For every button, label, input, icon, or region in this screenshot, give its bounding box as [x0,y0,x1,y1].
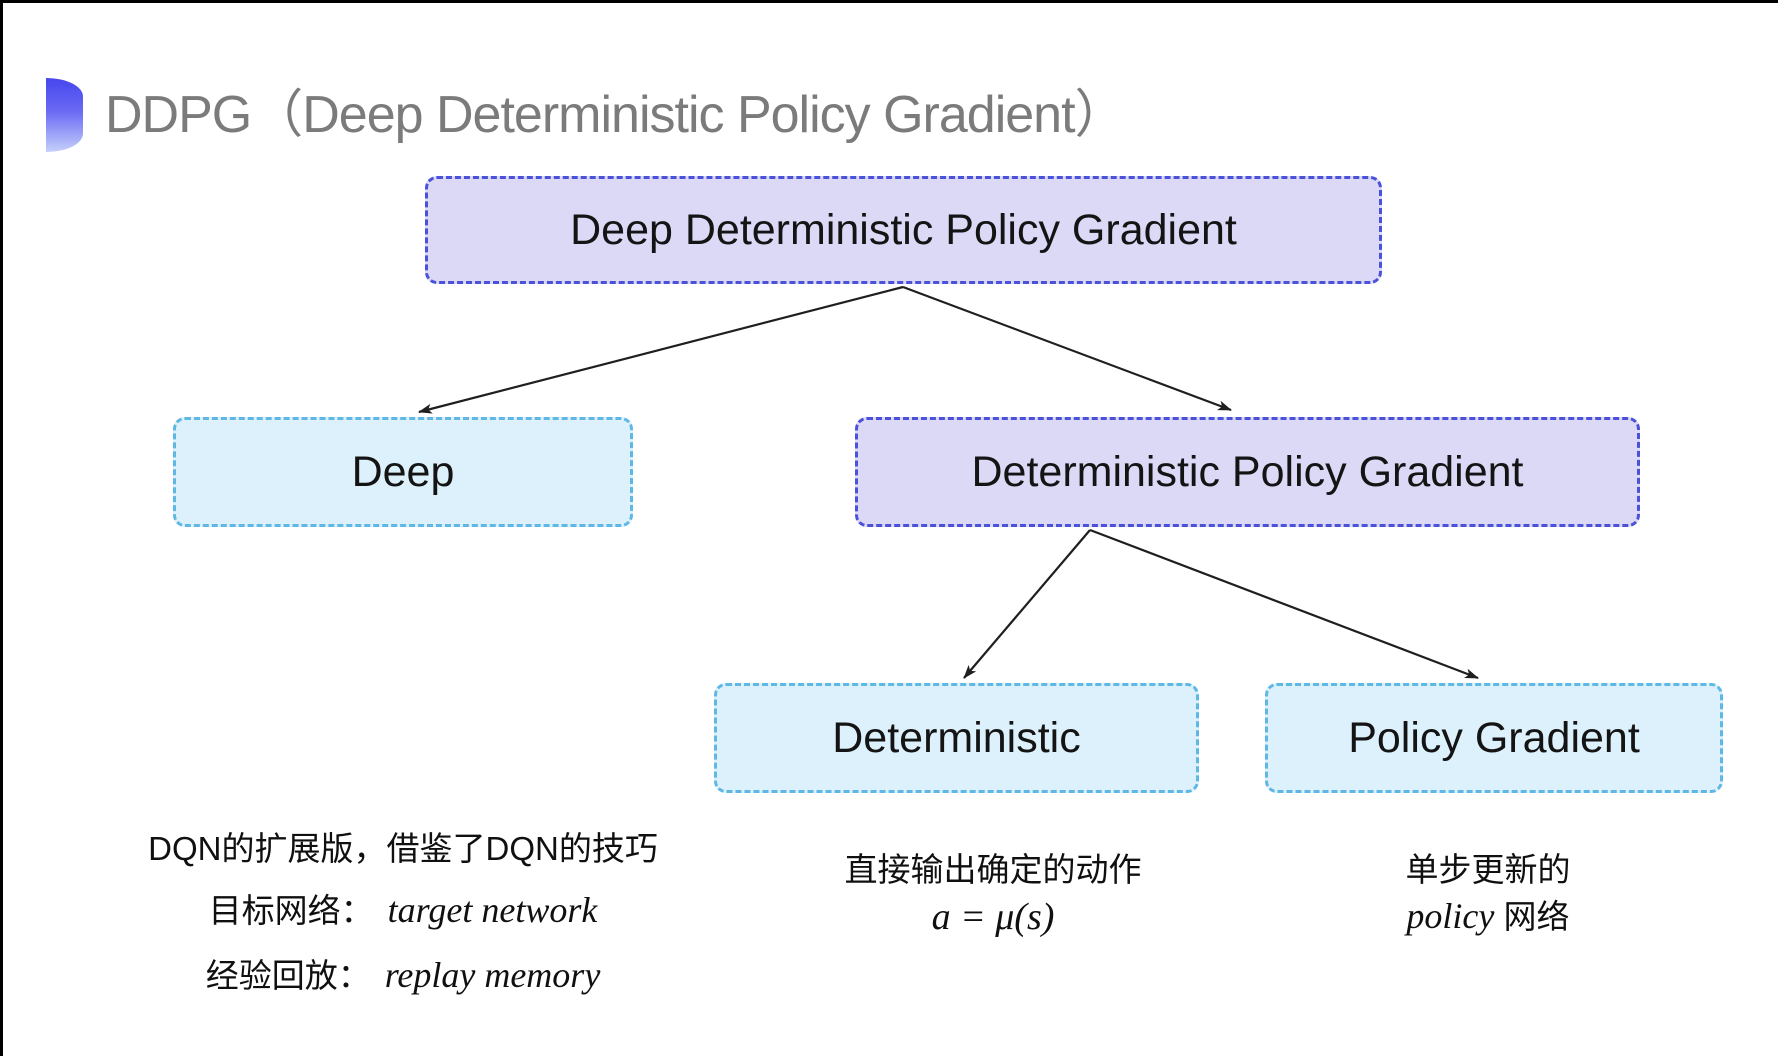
note-term-italic: replay memory [384,955,601,995]
node-label: Deterministic [832,713,1081,762]
tree-node-deep-deterministic-policy-gradient: Deep Deterministic Policy Gradient [425,176,1382,284]
note-line: policy 网络 [1406,898,1571,934]
note-suffix-zh: 网络 [1494,898,1570,935]
edge-root-to-deep [418,285,904,414]
node-label: Policy Gradient [1348,713,1640,762]
tree-node-policy-gradient: Policy Gradient [1265,683,1723,793]
note-label-zh: 目标网络： [208,892,374,929]
note-policy-gradient-network: 单步更新的 policy 网络 [1406,853,1571,934]
note-line: 目标网络： target network [148,892,658,928]
edge-root-to-dpg [902,285,1232,412]
edge-dpg-to-pg [1089,528,1479,680]
note-formula: a = μ(s) [931,896,1055,938]
page-title: DDPG（Deep Deterministic Policy Gradient） [105,86,1127,144]
node-label: Deep [351,447,455,496]
note-line: 单步更新的 [1405,851,1571,888]
note-term-italic: policy [1406,896,1495,936]
tree-node-deterministic-policy-gradient: Deterministic Policy Gradient [855,417,1640,527]
note-deep-dqn-extension: DQN的扩展版，借鉴了DQN的技巧 目标网络： target network 经验… [148,832,658,1022]
tree-node-deep: Deep [173,417,633,527]
node-label: Deep Deterministic Policy Gradient [570,205,1237,254]
tree-node-deterministic: Deterministic [714,683,1199,793]
note-line: 直接输出确定的动作 [844,851,1142,888]
slide-header: DDPG（Deep Deterministic Policy Gradient） [46,74,1127,156]
window-top-edge [0,0,1778,3]
note-term-italic: target network [387,890,598,930]
note-line: 经验回放： replay memory [148,957,658,993]
title-bullet-icon [46,78,83,152]
node-label: Deterministic Policy Gradient [971,447,1524,496]
edge-dpg-to-det [963,529,1091,679]
note-deterministic-action: 直接输出确定的动作 a = μ(s) [845,853,1142,936]
note-line: DQN的扩展版，借鉴了DQN的技巧 [148,830,658,867]
window-left-edge [0,0,3,1056]
note-label-zh: 经验回放： [205,957,371,994]
